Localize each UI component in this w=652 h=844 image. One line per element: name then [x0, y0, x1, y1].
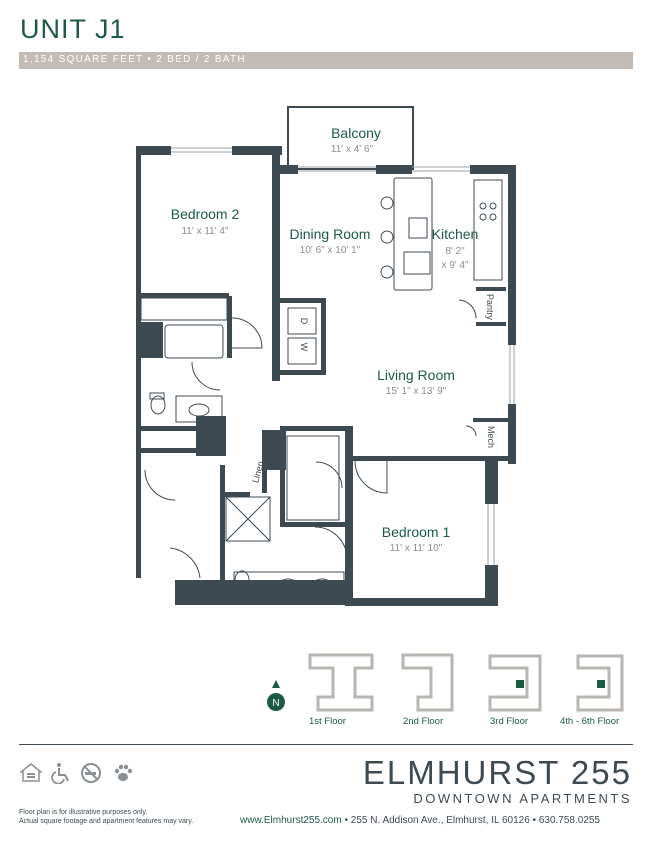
floor-2-label: 2nd Floor [403, 716, 444, 727]
website-link[interactable]: www.Elmhurst255.com [240, 815, 342, 826]
brand-logo-text: ELMHURST 255 [362, 754, 632, 791]
fixtures [140, 177, 503, 599]
windows [171, 147, 515, 565]
washer-label: W [299, 343, 309, 352]
unit-summary-bar: 1,154 SQUARE FEET • 2 BED / 2 BATH [19, 52, 633, 69]
bedroom1-dims: 11' x 11' 10" [390, 543, 443, 554]
mech-label: Mech [486, 426, 496, 448]
kitchen-label: Kitchen [432, 226, 479, 242]
address-phone: • 255 N. Addison Ave., Elmhurst, IL 6012… [344, 815, 600, 826]
floor-1-label: 1st Floor [309, 716, 346, 727]
kitchen-dims-1: 8' 2" [445, 246, 465, 257]
kitchen-dims-2: x 9' 4" [441, 260, 469, 271]
disclaimer-line-1: Floor plan is for illustrative purposes … [19, 809, 148, 816]
disclaimer: Floor plan is for illustrative purposes … [19, 808, 259, 826]
bedroom2-dims: 11' x 11' 4" [181, 226, 228, 237]
pantry-label: Pantry [485, 294, 495, 321]
dining-dims: 10' 6" x 10' 1" [300, 245, 361, 256]
balcony-outline [287, 106, 414, 170]
floor-3-unit-marker [516, 680, 524, 688]
disclaimer-line-2: Actual square footage and apartment feat… [19, 818, 194, 825]
bedroom2-label: Bedroom 2 [171, 206, 240, 222]
living-dims: 15' 1" x 13' 9" [386, 386, 447, 397]
unit-title: UNIT J1 [20, 14, 126, 44]
living-label: Living Room [377, 367, 455, 383]
no-smoking-icon [81, 763, 101, 783]
dryer-label: D [299, 318, 309, 325]
dining-label: Dining Room [290, 226, 371, 242]
pet-friendly-icon [114, 764, 133, 781]
wheelchair-icon [51, 763, 69, 784]
compass-label: N [272, 698, 279, 709]
floor-4-6-label: 4th - 6th Floor [560, 716, 620, 727]
floor-4-6-unit-marker [597, 680, 605, 688]
walls [136, 146, 516, 606]
floor-3-label: 3rd Floor [490, 716, 529, 727]
footer-divider [19, 744, 633, 745]
north-compass-icon: N [267, 680, 285, 711]
balcony-dims: 11' x 4' 6" [331, 144, 374, 155]
brand-subtitle: DOWNTOWN APARTMENTS [413, 791, 632, 806]
unit-summary: 1,154 SQUARE FEET • 2 BED / 2 BATH [23, 54, 246, 65]
bedroom1-label: Bedroom 1 [382, 524, 451, 540]
contact-line: www.Elmhurst255.com • 255 N. Addison Ave… [240, 815, 600, 826]
floor-keys [308, 653, 624, 712]
equal-housing-icon [20, 763, 42, 782]
balcony-label: Balcony [331, 125, 381, 141]
